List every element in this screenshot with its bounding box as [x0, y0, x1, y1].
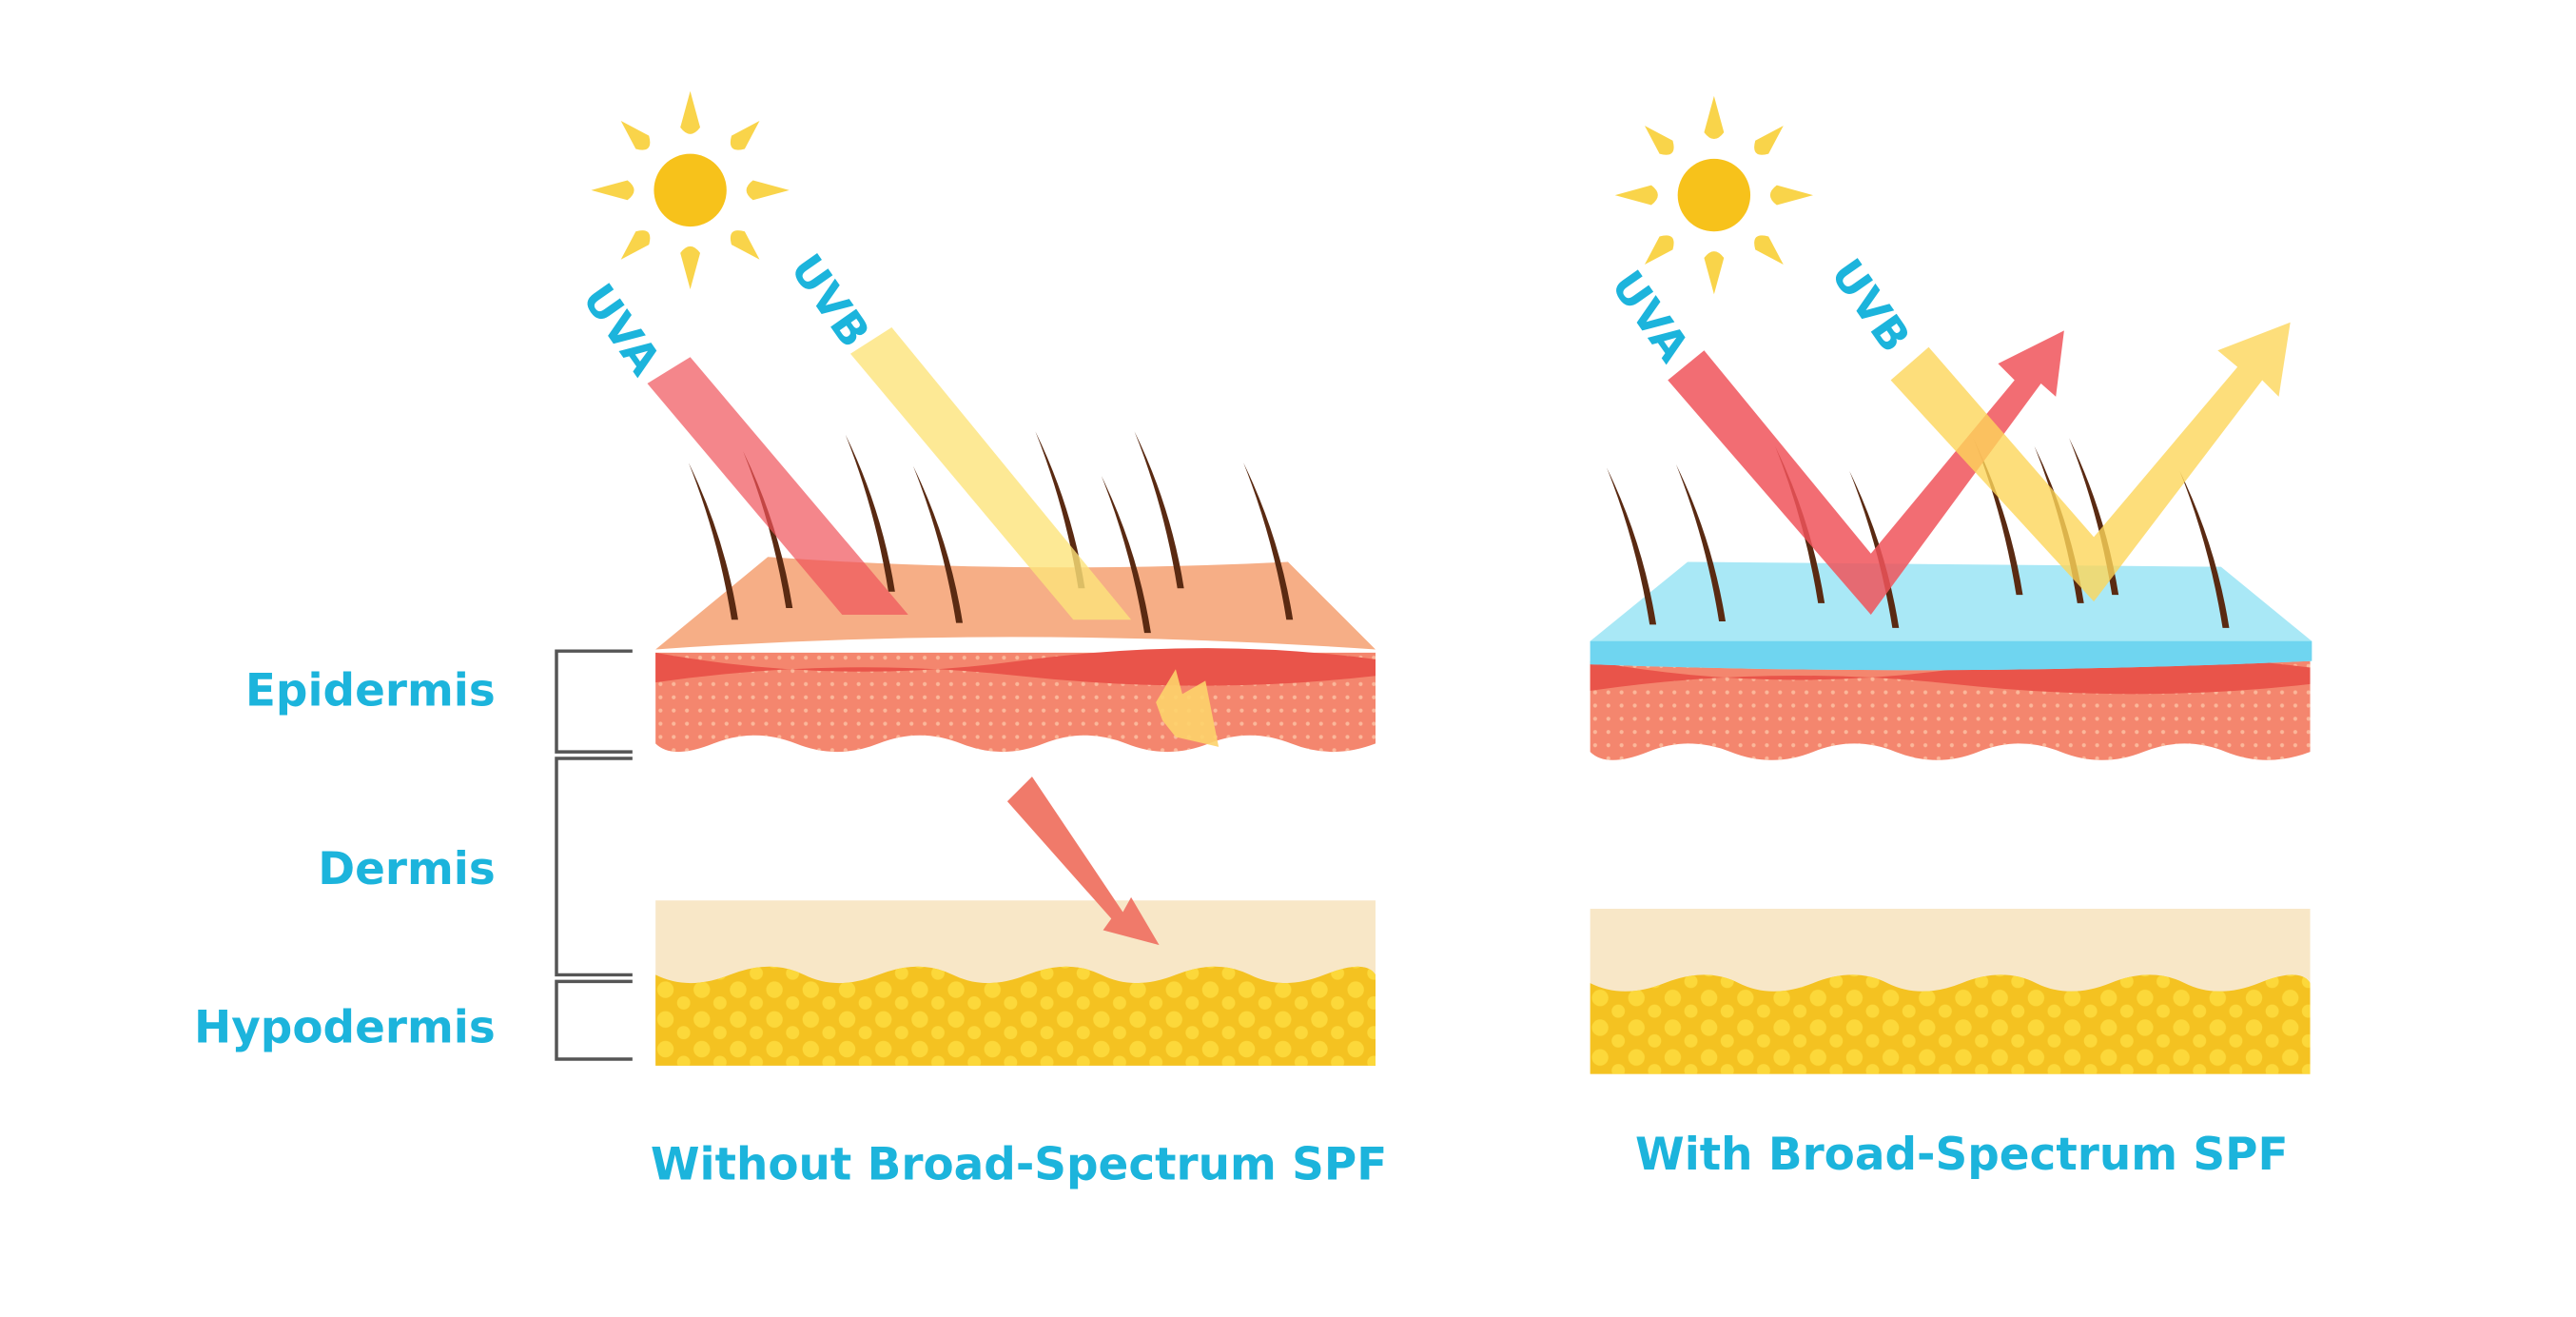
caption-without-spf: Without Broad-Spectrum SPF [651, 1140, 1387, 1191]
hypodermis-bracket [555, 979, 633, 1061]
uvb-reflected-ray [1890, 322, 2291, 602]
skin-surface [655, 557, 1376, 650]
caption-with-spf: With Broad-Spectrum SPF [1635, 1130, 2288, 1181]
left-panel-without-spf: UVA UVB Without Broad-Spectrum SPF [573, 90, 1387, 1191]
uva-reflected-ray [1668, 330, 2064, 615]
uvb-label: UVB [781, 245, 880, 356]
skin-cross-section [1590, 656, 2311, 1074]
layer-labels [555, 649, 633, 1061]
dermis-bracket [555, 757, 633, 977]
uva-penetration-arrow [1006, 776, 1160, 946]
uva-label: UVA [1601, 262, 1699, 371]
uvb-scatter-arrow [1156, 669, 1220, 747]
uvb-ray [849, 326, 1132, 620]
label-dermis: Dermis [318, 844, 496, 895]
uvb-label: UVB [1821, 250, 1920, 362]
epidermis-bracket [555, 649, 633, 754]
uva-ray [647, 357, 908, 615]
right-panel-with-spf: UVA UVB With Broad-Spectrum SPF [1590, 95, 2313, 1181]
sun-icon [591, 90, 790, 290]
label-hypodermis: Hypodermis [194, 1003, 496, 1054]
uva-label: UVA [573, 275, 671, 384]
label-epidermis: Epidermis [245, 665, 496, 717]
skin-cross-section [655, 648, 1376, 1066]
